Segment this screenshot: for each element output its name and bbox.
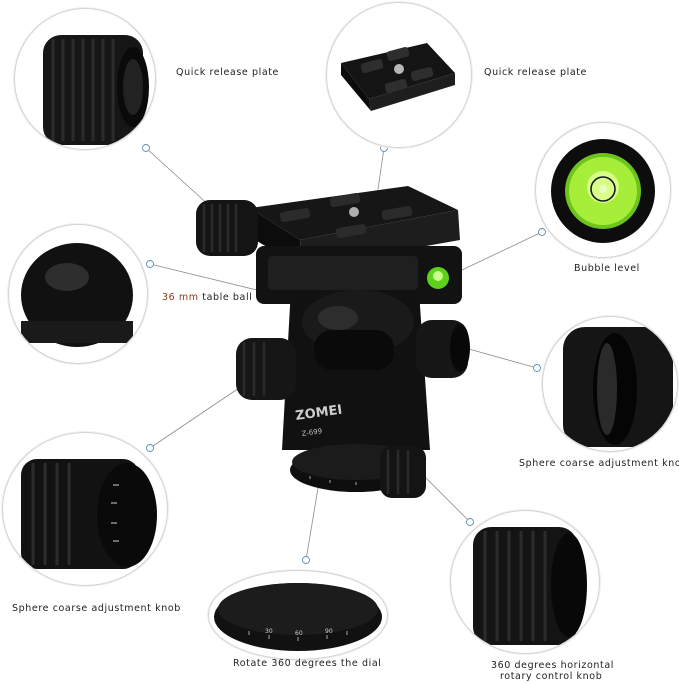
label-rotary-knob-line2: rotary control knob xyxy=(500,671,603,682)
brand-logo: ZOMEI xyxy=(294,403,343,424)
label-bubble-level: Bubble level xyxy=(574,263,640,274)
dial-tick-60: 60 xyxy=(295,630,303,637)
label-rotate-dial: Rotate 360 degrees the dial xyxy=(233,658,382,669)
rotary-knob-callout xyxy=(450,510,600,654)
plate-closeup-callout xyxy=(326,2,472,148)
label-sphere-coarse-right: Sphere coarse adjustment knob xyxy=(519,458,679,469)
dial-closeup-callout: 30 60 90 xyxy=(208,570,388,660)
label-quick-release-left: Quick release plate xyxy=(176,67,280,78)
bubble-level-callout xyxy=(535,122,671,258)
dial-tick-90: 90 xyxy=(325,628,333,635)
sphere-knob-right-callout xyxy=(542,316,678,452)
table-ball-callout xyxy=(8,224,148,364)
knob-closeup-callout xyxy=(14,8,156,150)
model-label: Z-699 xyxy=(301,427,322,438)
label-table-ball-size: 36 mm xyxy=(162,292,199,303)
label-sphere-coarse-left: Sphere coarse adjustment knob xyxy=(12,603,181,614)
label-rotary-knob-line1: 360 degrees horizontal xyxy=(491,660,614,671)
label-quick-release-right: Quick release plate xyxy=(484,67,588,78)
label-table-ball: 36 mm table ball xyxy=(162,292,252,303)
label-table-ball-text: table ball xyxy=(198,292,253,303)
sphere-knob-left-callout xyxy=(2,432,168,586)
dial-tick-30: 30 xyxy=(265,628,273,635)
